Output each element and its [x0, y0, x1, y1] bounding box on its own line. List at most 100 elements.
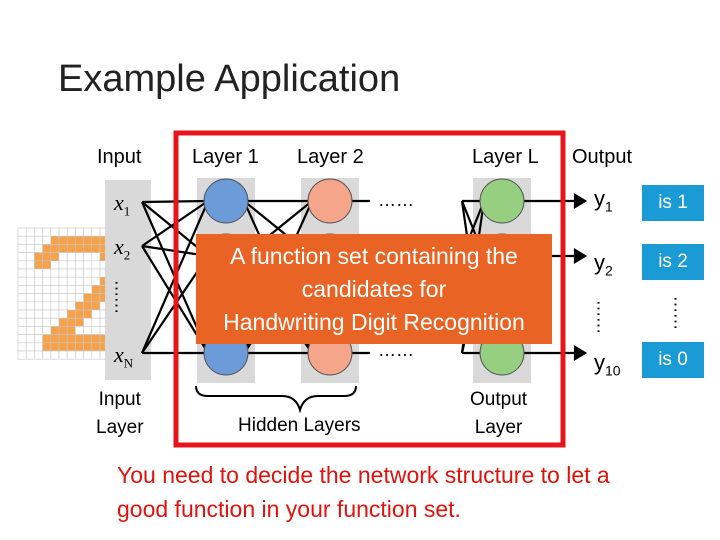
digit-cell: [34, 252, 43, 262]
digit-cell: [42, 293, 52, 303]
digit-cell: [34, 317, 43, 327]
output-arrowhead: [573, 193, 588, 209]
digit-cell: [91, 260, 101, 270]
digit-cell: [50, 301, 60, 311]
digit-cell: [75, 293, 84, 303]
digit-cell: [58, 301, 68, 311]
layer1-label: Layer 1: [192, 146, 259, 168]
digit-cell: [58, 326, 68, 335]
digit-cell: [66, 252, 76, 262]
digit-cell: [25, 301, 35, 311]
digit-cell: [83, 285, 93, 294]
result-badge-0: is 0: [642, 342, 704, 378]
digit-cell: [17, 293, 27, 303]
digit-cell: [58, 334, 68, 344]
digit-cell: [91, 334, 101, 344]
digit-cell: [66, 244, 76, 253]
digit-cell: [66, 309, 76, 319]
digit-cell: [42, 285, 52, 294]
digit-cell: [42, 244, 52, 253]
digit-cell: [50, 235, 60, 245]
digit-cell: [17, 350, 27, 360]
hidden-output-frame: [173, 130, 566, 448]
digit-cell: [91, 244, 101, 253]
digit-cell: [83, 293, 93, 303]
digit-cell: [75, 235, 84, 245]
digit-cell: [34, 235, 43, 245]
digit-cell: [17, 235, 27, 245]
structure-note: You need to decide the network structure…: [117, 462, 610, 522]
digit-cell: [34, 244, 43, 253]
digit-cell: [25, 227, 35, 237]
digit-cell: [91, 252, 101, 262]
result-vertical-ellipsis: ……: [670, 295, 691, 330]
digit-cell: [50, 276, 60, 286]
digit-cell: [25, 285, 35, 294]
digit-cell: [83, 350, 93, 360]
digit-cell: [75, 244, 84, 253]
digit-cell: [25, 260, 35, 270]
digit-cell: [66, 227, 76, 237]
digit-cell: [83, 326, 93, 335]
digit-cell: [66, 326, 76, 335]
digit-cell: [75, 342, 84, 352]
digit-cell: [34, 326, 43, 335]
digit-cell: [58, 227, 68, 237]
input-xN: xN: [114, 342, 134, 371]
digit-cell: [75, 260, 84, 270]
layer1-neuron: [203, 178, 249, 224]
digit-cell: [34, 285, 43, 294]
digit-cell: [50, 252, 60, 262]
digit-cell: [83, 309, 93, 319]
digit-cell: [34, 227, 43, 237]
digit-cell: [91, 227, 101, 237]
top-hidden-ellipsis: ……: [378, 190, 414, 210]
page-title: Example Application: [58, 58, 401, 100]
output-vertical-ellipsis: ……: [593, 299, 614, 334]
digit-cell: [17, 227, 27, 237]
digit-cell: [58, 350, 68, 360]
digit-cell: [34, 334, 43, 344]
digit-cell: [58, 293, 68, 303]
digit-cell: [42, 268, 52, 278]
digit-cell: [25, 268, 35, 278]
digit-cell: [83, 334, 93, 344]
input-x2: x2: [114, 234, 131, 263]
digit-cell: [83, 252, 93, 262]
digit-cell: [25, 326, 35, 335]
digit-cell: [83, 244, 93, 253]
digit-cell: [75, 285, 84, 294]
digit-cell: [42, 309, 52, 319]
digit-cell: [34, 293, 43, 303]
digit-cell: [91, 342, 101, 352]
result-badge-2: is 2: [642, 244, 704, 280]
digit-cell: [91, 350, 101, 360]
digit-cell: [58, 276, 68, 286]
digit-cell: [50, 326, 60, 335]
digit-cell: [50, 350, 60, 360]
digit-cell: [91, 268, 101, 278]
digit-cell: [17, 276, 27, 286]
digit-cell: [34, 301, 43, 311]
digit-cell: [17, 285, 27, 294]
digit-cell: [91, 235, 101, 245]
digit-cell: [50, 260, 60, 270]
digit-cell: [17, 244, 27, 253]
input-label: Input: [97, 146, 142, 168]
digit-cell: [75, 350, 84, 360]
digit-cell: [50, 342, 60, 352]
digit-cell: [50, 285, 60, 294]
digit-cell: [25, 293, 35, 303]
digit-cell: [66, 301, 76, 311]
result-badge-1: is 1: [642, 185, 704, 221]
input-layer-brace: [195, 385, 357, 414]
digit-cell: [66, 342, 76, 352]
digit-cell: [58, 244, 68, 253]
digit-cell: [34, 350, 43, 360]
output-y10: y10: [594, 350, 621, 379]
digit-cell: [58, 260, 68, 270]
digit-cell: [75, 252, 84, 262]
digit-cell: [83, 227, 93, 237]
digit-cell: [75, 276, 84, 286]
